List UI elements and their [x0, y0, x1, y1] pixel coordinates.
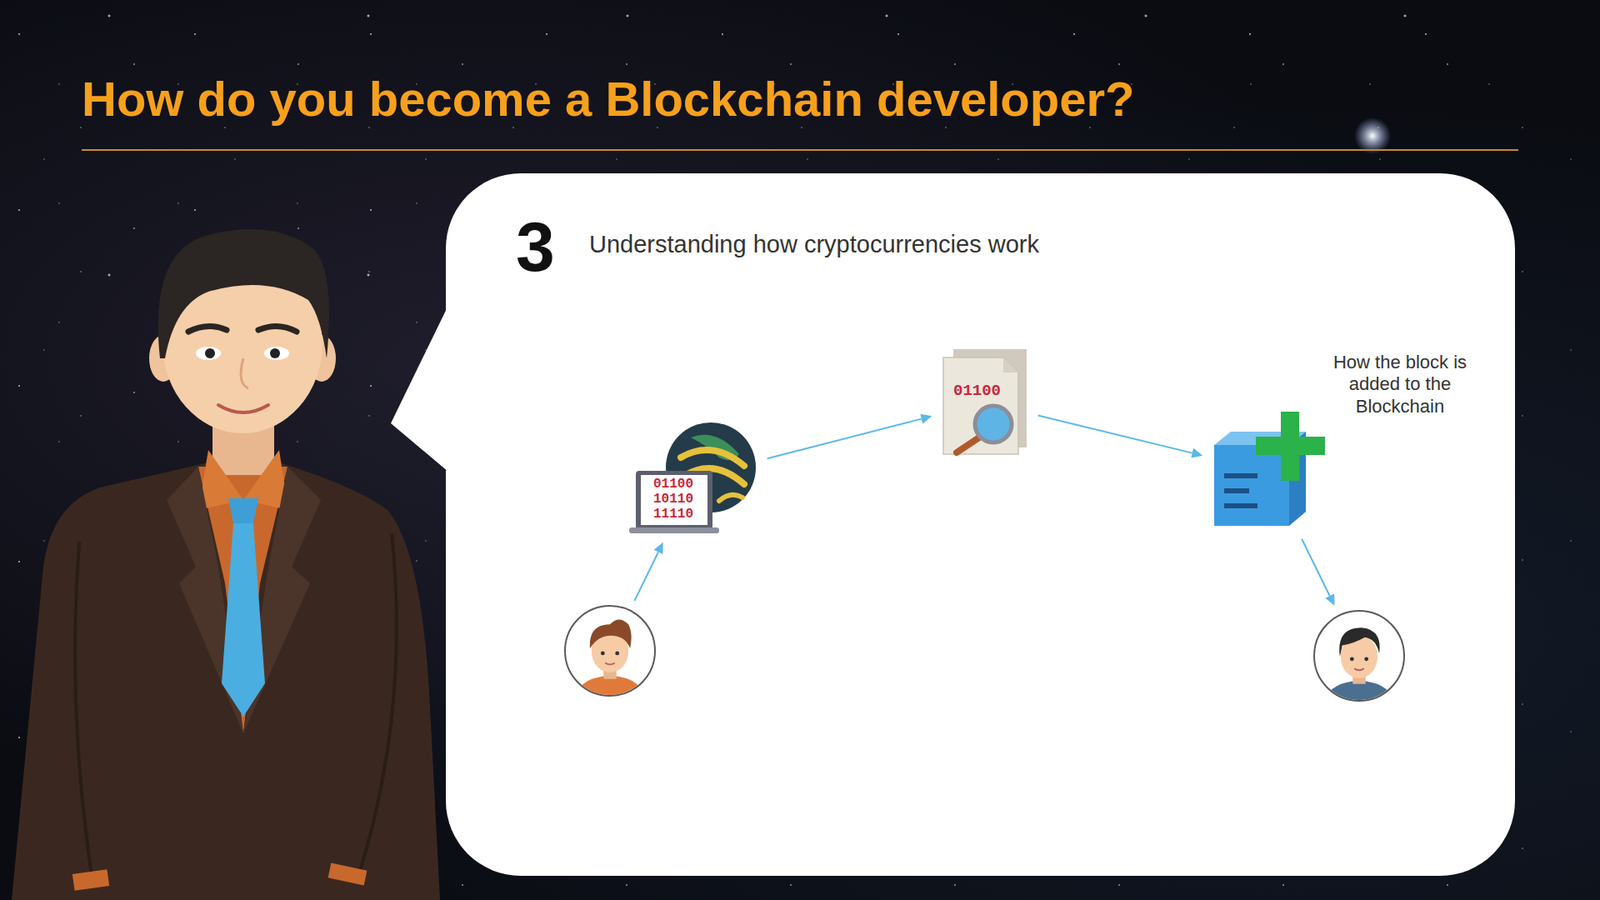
hair: [158, 229, 330, 359]
page-title: How do you become a Blockchain developer…: [81, 70, 1135, 129]
person-node: [1313, 610, 1405, 702]
person-icon: [1315, 611, 1404, 700]
eye: [1350, 656, 1355, 661]
bright-star: [1354, 117, 1391, 155]
page: [943, 357, 1019, 455]
binary-code: 01100: [953, 382, 1001, 400]
laptop-base: [629, 527, 720, 534]
eyebrow: [188, 325, 227, 332]
laptop-node: 01100 10110 11110: [632, 420, 758, 534]
flow-arrow: [1038, 415, 1193, 454]
eye: [600, 650, 605, 655]
signal-arc: [680, 450, 745, 466]
laptop-globe-icon: [632, 420, 758, 534]
block-caption: How the block is added to the Blockchain: [1316, 351, 1484, 418]
block-node: How the block is added to the Blockchain: [1212, 413, 1325, 530]
block-add-icon: [1212, 413, 1325, 530]
hair: [590, 619, 632, 649]
cuff: [328, 863, 368, 886]
pupil: [205, 348, 215, 359]
mouth: [218, 405, 269, 413]
flow-arrow: [767, 419, 922, 460]
hair: [1339, 627, 1380, 657]
laptop-screen: [635, 470, 713, 530]
eye: [264, 346, 290, 360]
mouth: [605, 662, 615, 665]
step-heading: Understanding how cryptocurrencies work: [589, 230, 1040, 260]
plus-sign: [1255, 436, 1325, 455]
connector-layer: [445, 173, 1515, 876]
person-node: [564, 605, 656, 697]
presenter-figure: [11, 229, 440, 900]
magnifier-lens: [975, 405, 1012, 443]
page-fold: [1003, 357, 1019, 373]
tie-knot: [228, 498, 259, 524]
pupil: [270, 348, 280, 359]
screen-area: [640, 475, 708, 525]
arrowhead: [920, 414, 932, 425]
signal-arc: [719, 495, 743, 501]
person-icon: [565, 606, 655, 695]
eye: [1364, 656, 1369, 661]
cuff: [72, 869, 110, 891]
doc-line: [1224, 503, 1258, 509]
sleeve-line: [75, 541, 92, 875]
flow-arrow: [634, 551, 659, 600]
eye: [195, 346, 221, 360]
suit: [11, 462, 440, 900]
mouth: [1354, 668, 1365, 670]
document-search-icon: [941, 349, 1029, 456]
eye: [615, 650, 620, 655]
step-number: 3: [515, 211, 555, 282]
speech-panel: 3 Understanding how cryptocurrencies work…: [445, 173, 1515, 876]
tie: [221, 523, 265, 717]
nose: [240, 358, 249, 389]
title-rule: [81, 149, 1519, 151]
eyebrow: [258, 325, 297, 332]
magnifier-handle: [956, 437, 980, 453]
binary-code: 01100 10110 11110: [642, 476, 705, 522]
arrowhead: [1190, 448, 1203, 459]
document-node: 01100: [941, 349, 1029, 456]
doc-line: [1224, 488, 1250, 494]
cube-front: [1214, 445, 1290, 526]
doc-line: [1224, 473, 1258, 479]
sleeve-line: [360, 533, 397, 871]
flow-arrow: [1301, 539, 1330, 596]
